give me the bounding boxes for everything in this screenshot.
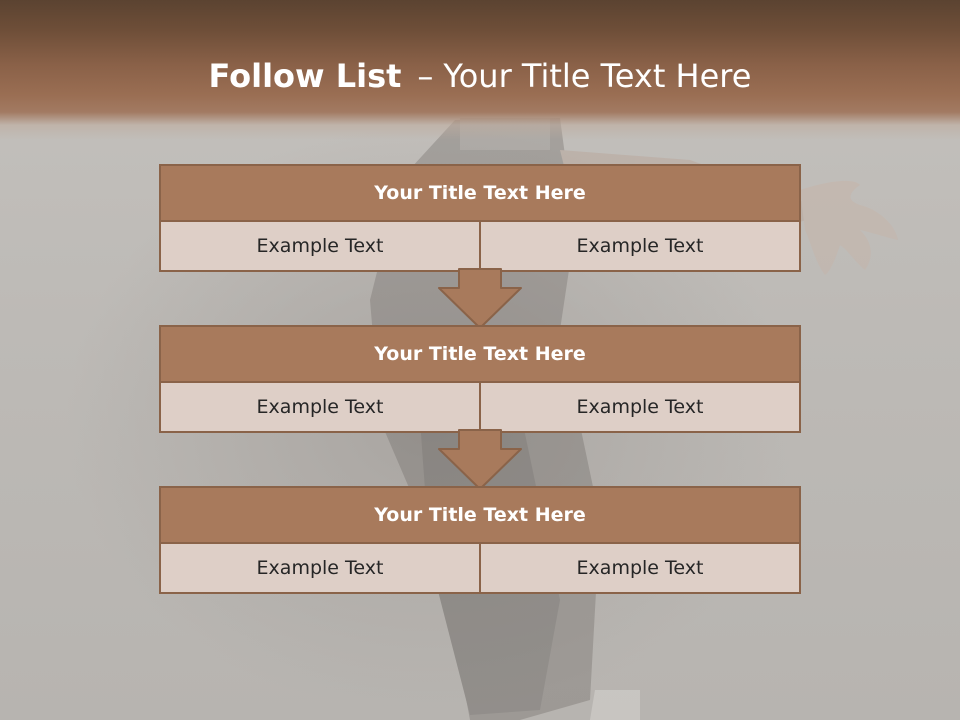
title-rest: Your Title Text Here bbox=[443, 57, 752, 95]
step-cell-right: Example Text bbox=[479, 222, 799, 270]
step-cell-left: Example Text bbox=[161, 222, 479, 270]
step-title: Your Title Text Here bbox=[161, 327, 799, 383]
step-box-1: Your Title Text Here Example Text Exampl… bbox=[159, 164, 801, 272]
header-band bbox=[0, 0, 960, 140]
step-box-2: Your Title Text Here Example Text Exampl… bbox=[159, 325, 801, 433]
step-title: Your Title Text Here bbox=[161, 166, 799, 222]
title-strong: Follow List bbox=[208, 57, 402, 95]
title-separator: – bbox=[417, 57, 434, 95]
down-arrow-icon bbox=[438, 268, 522, 329]
step-cell-left: Example Text bbox=[161, 544, 479, 592]
step-cell-right: Example Text bbox=[479, 383, 799, 431]
step-row: Example Text Example Text bbox=[161, 222, 799, 270]
slide-title: Follow List–Your Title Text Here bbox=[0, 52, 960, 100]
step-title: Your Title Text Here bbox=[161, 488, 799, 544]
down-arrow-icon bbox=[438, 429, 522, 490]
step-row: Example Text Example Text bbox=[161, 383, 799, 431]
step-box-3: Your Title Text Here Example Text Exampl… bbox=[159, 486, 801, 594]
step-cell-right: Example Text bbox=[479, 544, 799, 592]
step-row: Example Text Example Text bbox=[161, 544, 799, 592]
step-cell-left: Example Text bbox=[161, 383, 479, 431]
